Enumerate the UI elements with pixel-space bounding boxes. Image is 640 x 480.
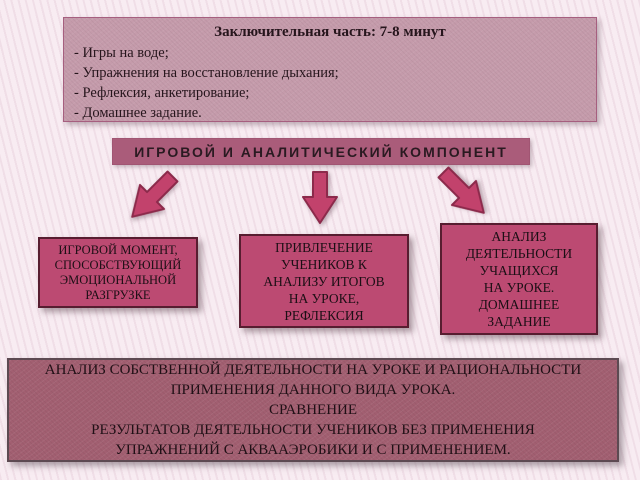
- branch-box-game-moment: ИГРОВОЙ МОМЕНТ, СПОСОБСТВУЮЩИЙ ЭМОЦИОНАЛ…: [38, 237, 198, 308]
- self-analysis-box: АНАЛИЗ СОБСТВЕННОЙ ДЕЯТЕЛЬНОСТИ НА УРОКЕ…: [7, 358, 619, 462]
- branch-box-activity-analysis: АНАЛИЗ ДЕЯТЕЛЬНОСТИ УЧАЩИХСЯ НА УРОКЕ. Д…: [440, 223, 598, 335]
- conclusion-item: - Игры на воде;: [74, 45, 169, 61]
- conclusion-item: - Упражнения на восстановление дыхания;: [74, 65, 339, 81]
- arrow-down-right-icon: [429, 158, 500, 229]
- section-header-label: ИГРОВОЙ И АНАЛИТИЧЕСКИЙ КОМПОНЕНТ: [134, 143, 508, 160]
- section-header-bar: ИГРОВОЙ И АНАЛИТИЧЕСКИЙ КОМПОНЕНТ: [112, 138, 530, 165]
- conclusion-title: Заключительная часть: 7-8 минут: [214, 24, 446, 40]
- conclusion-item: - Рефлексия, анкетирование;: [74, 85, 250, 101]
- arrow-down-icon: [300, 171, 340, 225]
- arrow-down-left-icon: [117, 162, 188, 233]
- conclusion-item: - Домашнее задание.: [74, 105, 202, 121]
- branch-box-pupil-involvement: ПРИВЛЕЧЕНИЕ УЧЕНИКОВ К АНАЛИЗУ ИТОГОВ НА…: [239, 234, 409, 328]
- conclusion-part-box: Заключительная часть: 7-8 минут - Игры н…: [63, 17, 597, 122]
